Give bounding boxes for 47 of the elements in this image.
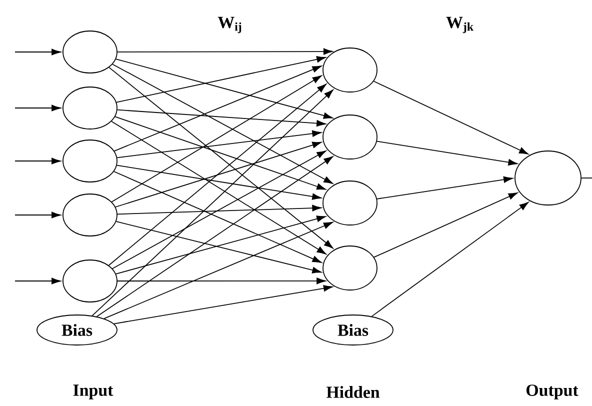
neuron-circle bbox=[62, 194, 118, 236]
arrow bbox=[114, 285, 333, 324]
neuron-circle bbox=[322, 48, 378, 92]
arrow bbox=[116, 164, 322, 200]
arrow bbox=[116, 130, 322, 158]
arrow bbox=[115, 58, 333, 119]
layer-label: Input bbox=[73, 384, 114, 400]
arrow bbox=[373, 80, 528, 154]
arrow bbox=[115, 142, 322, 208]
arrow bbox=[92, 90, 334, 316]
arrow bbox=[371, 202, 529, 317]
arrow bbox=[376, 176, 513, 200]
neuron-circle bbox=[322, 114, 378, 160]
arrow bbox=[376, 140, 518, 166]
weight-label: W$_{jk}$ bbox=[446, 16, 474, 34]
arrow bbox=[112, 150, 326, 270]
neuron-circle bbox=[62, 86, 118, 130]
arrow bbox=[114, 116, 326, 190]
neuron-circle bbox=[322, 180, 378, 226]
arrow bbox=[14, 158, 61, 164]
arrow bbox=[112, 64, 334, 184]
arrow bbox=[14, 48, 61, 56]
neuron-circle bbox=[62, 140, 118, 182]
arrow bbox=[114, 66, 322, 152]
arrow bbox=[111, 75, 322, 202]
arrow bbox=[116, 204, 322, 215]
arrow bbox=[108, 66, 334, 249]
arrow bbox=[104, 222, 333, 319]
layer-label: Output bbox=[526, 384, 578, 400]
neuron-circle bbox=[322, 246, 378, 290]
neuron-circle bbox=[62, 260, 118, 302]
arrow bbox=[117, 278, 326, 284]
neuron-circle bbox=[514, 150, 582, 206]
arrow bbox=[108, 84, 326, 266]
neuron-circle bbox=[62, 30, 118, 74]
arrow bbox=[114, 171, 322, 263]
arrow bbox=[14, 104, 61, 112]
arrow bbox=[116, 56, 326, 103]
arrow bbox=[14, 278, 61, 284]
arrow bbox=[374, 192, 518, 258]
arrow bbox=[116, 109, 326, 127]
arrow bbox=[111, 120, 326, 254]
arrow bbox=[96, 156, 334, 317]
layer-label: Hidden bbox=[326, 386, 380, 398]
weight-label: W$_{ij}$ bbox=[218, 16, 242, 34]
arrow bbox=[117, 48, 333, 55]
arrow bbox=[14, 212, 61, 218]
